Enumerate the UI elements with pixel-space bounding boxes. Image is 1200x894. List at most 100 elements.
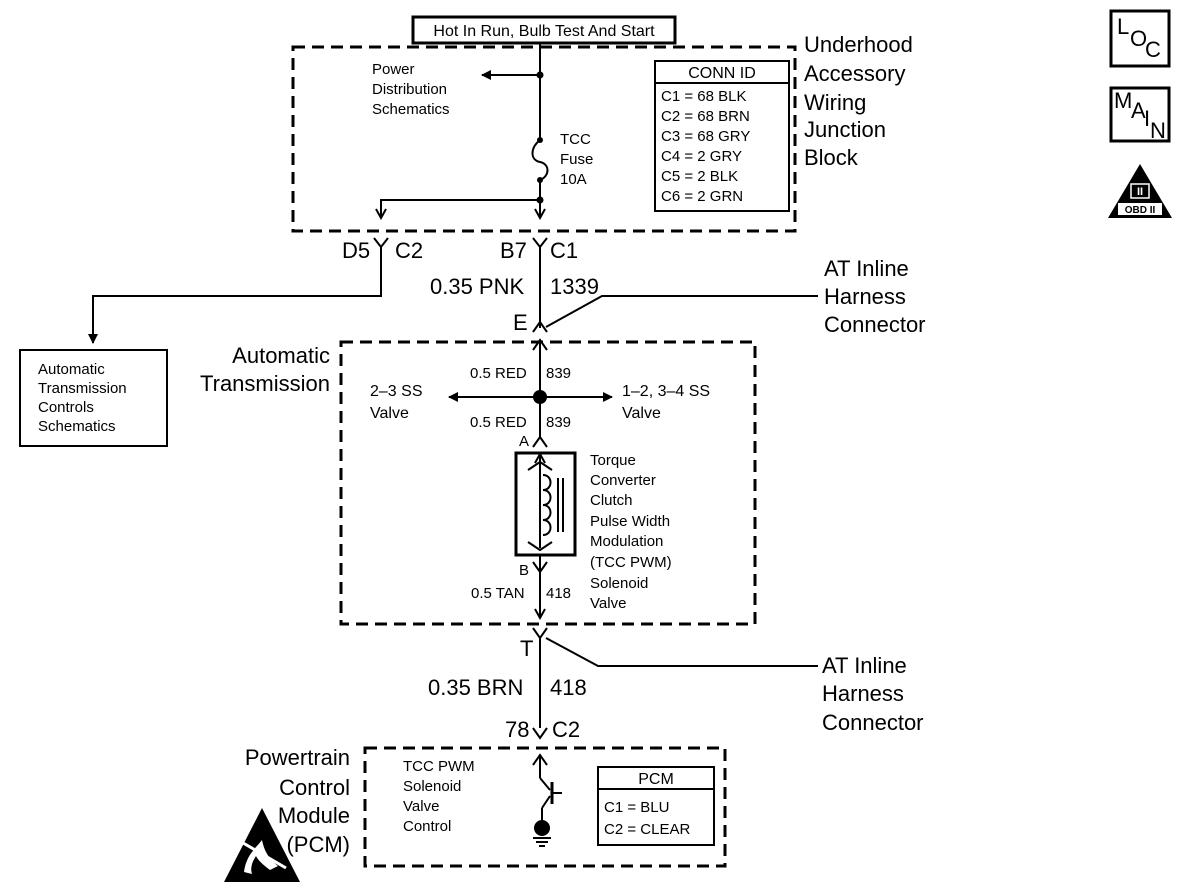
- junction-block-name-line: Accessory: [804, 61, 905, 86]
- inline-connector-line: Connector: [822, 710, 924, 735]
- inline-connector-label-top: AT Inline Harness Connector: [824, 256, 926, 337]
- wire-gauge-label: 0.5 RED: [470, 414, 527, 431]
- solenoid-label-line: Valve: [590, 595, 626, 612]
- conn-id-row: C2 = 68 BRN: [661, 108, 750, 125]
- main-letter: I: [1144, 106, 1150, 131]
- power-distribution-line: Distribution: [372, 81, 447, 98]
- transmission-outline: [339, 340, 757, 626]
- wire-gauge-label: 0.5 RED: [470, 365, 527, 382]
- pcm-conn-table: PCM C1 = BLU C2 = CLEAR: [597, 766, 715, 846]
- pcm-name-line: Module: [278, 803, 350, 828]
- junction-block-name-line: Block: [804, 145, 859, 170]
- pcm-name-line: Powertrain: [245, 745, 350, 770]
- conn-id-row: C1 = 68 BLK: [661, 88, 746, 105]
- pcm-conn-title: PCM: [638, 771, 674, 788]
- pcm-control-label: TCC PWM Solenoid Valve Control: [403, 758, 475, 835]
- connector-a-symbol: [532, 435, 548, 448]
- junction-block-name: Underhood Accessory Wiring Junction Bloc…: [804, 32, 913, 170]
- junction-block-name-line: Wiring: [804, 90, 866, 115]
- main-icon[interactable]: M A I N: [1109, 86, 1171, 143]
- wire-gauge-label: 0.35 PNK: [430, 274, 524, 299]
- conn-id-title: CONN ID: [688, 65, 756, 82]
- transmission-name-line: Automatic: [232, 343, 330, 368]
- connector-d5-label: D5: [342, 238, 370, 263]
- loc-letter: O: [1130, 26, 1147, 51]
- solenoid-label-line: (TCC PWM): [590, 554, 672, 571]
- junction-block-name-line: Underhood: [804, 32, 913, 57]
- connector-c1-label: C1: [550, 238, 578, 263]
- solenoid-label: Torque Converter Clutch Pulse Width Modu…: [590, 452, 672, 612]
- valve-label-line: Valve: [622, 405, 661, 422]
- tcc-fuse-label: TCC Fuse 10A: [560, 131, 593, 188]
- solenoid-label-line: Torque: [590, 452, 636, 469]
- wire-circuit-label: 839: [546, 365, 571, 382]
- c2-branch-wire: [381, 199, 540, 218]
- power-source-label: Hot In Run, Bulb Test And Start: [411, 15, 677, 45]
- inline-connector-line: Harness: [822, 681, 904, 706]
- wire-circuit-label: 1339: [550, 274, 599, 299]
- connector-e-symbol: [532, 320, 548, 333]
- connector-b7-label: B7: [500, 238, 527, 263]
- inline-connector-leader: [545, 295, 818, 328]
- connector-78-symbol: [532, 727, 548, 740]
- connector-c2-pcm-label: C2: [552, 717, 580, 742]
- inline-connector-line: AT Inline: [822, 653, 907, 678]
- inline-connector-label-bottom: AT Inline Harness Connector: [822, 653, 924, 735]
- solenoid-label-line: Solenoid: [590, 575, 648, 592]
- atc-schematics-wire: [88, 247, 382, 344]
- loc-letter: L: [1117, 14, 1129, 39]
- inline-connector-line: Connector: [824, 312, 926, 337]
- atc-schematics-box: Automatic Transmission Controls Schemati…: [19, 349, 168, 447]
- connector-d5-symbol: [373, 237, 389, 249]
- connector-a-label: A: [519, 433, 529, 450]
- atc-schematics-line: Controls: [38, 399, 94, 416]
- power-distribution-label: Power Distribution Schematics: [372, 61, 450, 118]
- atc-schematics-line: Transmission: [38, 380, 127, 397]
- power-distribution-line: Power: [372, 61, 415, 78]
- esd-warning-icon: [224, 808, 300, 882]
- loc-icon[interactable]: L O C: [1109, 9, 1171, 68]
- main-letter: M: [1114, 88, 1132, 113]
- connector-78-label: 78: [505, 717, 529, 742]
- conn-id-row: C4 = 2 GRY: [661, 148, 742, 165]
- solenoid-label-line: Modulation: [590, 533, 663, 550]
- valve-label-line: 2–3 SS: [370, 383, 422, 400]
- loc-letter: C: [1145, 37, 1161, 62]
- valve-label-line: Valve: [370, 405, 409, 422]
- solenoid-label-line: Converter: [590, 472, 656, 489]
- tcc-fuse-icon: [531, 139, 549, 181]
- inline-connector-line: AT Inline: [824, 256, 909, 281]
- obd-label: OBD II: [1125, 205, 1156, 216]
- power-distribution-line: Schematics: [372, 101, 450, 118]
- connector-b-label: B: [519, 562, 529, 579]
- main-letter: N: [1150, 118, 1166, 143]
- transmission-name: Automatic Transmission: [200, 343, 330, 396]
- solenoid-label-line: Pulse Width: [590, 513, 670, 530]
- conn-id-row: C5 = 2 BLK: [661, 168, 738, 185]
- pcm-control-line: Solenoid: [403, 778, 461, 795]
- inline-connector-leader: [545, 637, 818, 667]
- fuse-label-line: Fuse: [560, 151, 593, 168]
- atc-schematics-line: Automatic: [38, 361, 105, 378]
- driver-transistor-icon: [532, 753, 562, 847]
- pcm-control-line: Control: [403, 818, 451, 835]
- inline-connector-line: Harness: [824, 284, 906, 309]
- main-letter: A: [1131, 98, 1146, 123]
- wire-gauge-label: 0.35 BRN: [428, 675, 523, 700]
- connector-b7-symbol: [532, 237, 548, 249]
- wire-circuit-label: 418: [546, 585, 571, 602]
- obd-ii-icon[interactable]: II OBD II: [1108, 164, 1172, 218]
- power-source-text: Hot In Run, Bulb Test And Start: [433, 23, 655, 40]
- conn-id-row: C6 = 2 GRN: [661, 188, 743, 205]
- pcm-name-line: Control: [279, 775, 350, 800]
- fuse-label-line: TCC: [560, 131, 591, 148]
- pcm-conn-row: C1 = BLU: [604, 799, 669, 816]
- wire-circuit-label: 418: [550, 675, 587, 700]
- pcm-name: Powertrain Control Module (PCM): [245, 745, 350, 857]
- pcm-conn-row: C2 = CLEAR: [604, 821, 690, 838]
- conn-id-row: C3 = 68 GRY: [661, 128, 750, 145]
- pcm-outline: [363, 746, 727, 868]
- transmission-name-line: Transmission: [200, 371, 330, 396]
- valve-label-line: 1–2, 3–4 SS: [622, 383, 710, 400]
